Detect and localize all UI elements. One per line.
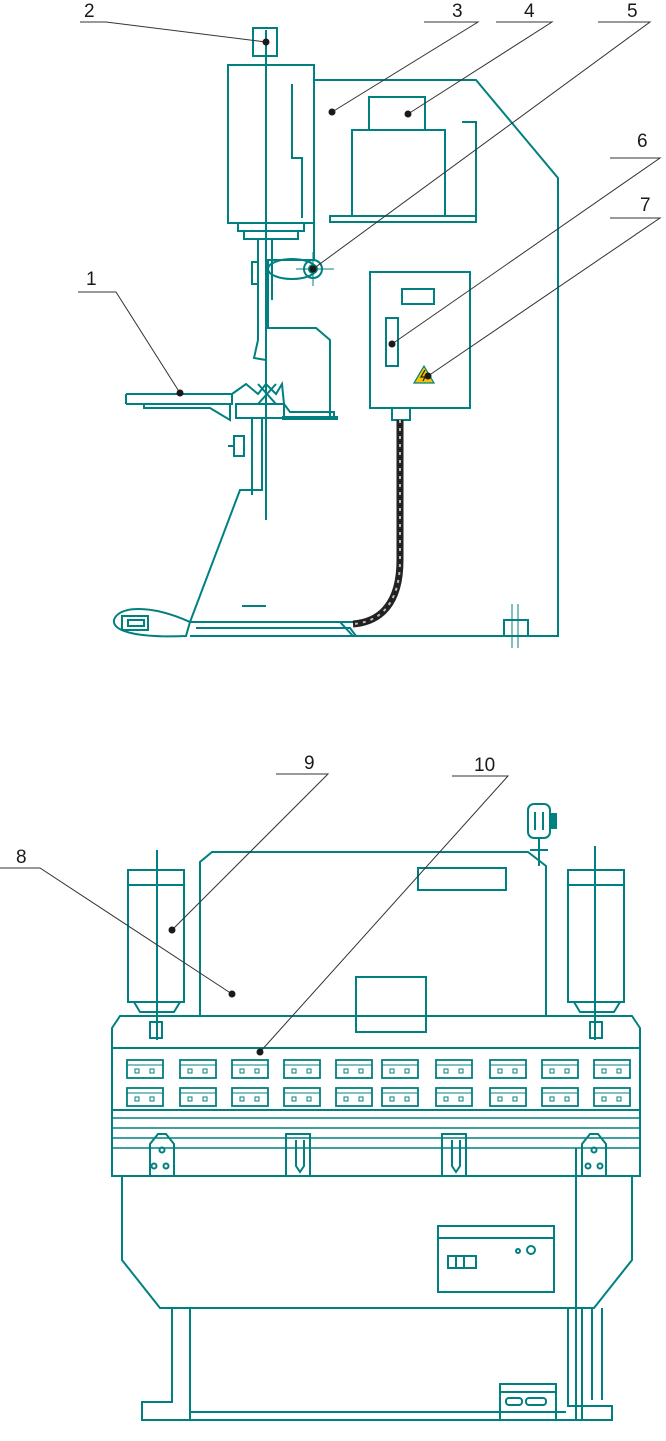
callout-label-7: 7 bbox=[640, 195, 651, 216]
leader-dot-3 bbox=[328, 108, 336, 116]
callout-dots bbox=[168, 38, 432, 1056]
clamp-block bbox=[335, 1059, 373, 1079]
leader-dot-5 bbox=[309, 265, 317, 273]
clamp-block bbox=[435, 1087, 473, 1107]
worktable bbox=[121, 1176, 633, 1309]
callout-leaders bbox=[0, 21, 662, 1053]
clamp-block bbox=[179, 1087, 217, 1107]
side-frame bbox=[188, 79, 559, 637]
leader-dot-7 bbox=[424, 372, 432, 380]
callout-label-9: 9 bbox=[304, 753, 315, 774]
nameplate bbox=[417, 867, 507, 891]
clamp-block bbox=[283, 1059, 321, 1079]
foot-pedal bbox=[112, 608, 192, 638]
clamp-block bbox=[126, 1059, 164, 1079]
motor bbox=[368, 96, 426, 131]
leader-dot-9 bbox=[168, 926, 176, 934]
right-leg bbox=[566, 1308, 613, 1421]
upper-die-clamps bbox=[126, 1059, 631, 1107]
clamp-block bbox=[179, 1059, 217, 1079]
leader-dot-10 bbox=[256, 1048, 264, 1056]
ram bbox=[111, 1015, 641, 1111]
callout-label-3: 3 bbox=[452, 1, 463, 22]
clamp-block bbox=[489, 1059, 527, 1079]
front-upper-plate bbox=[199, 851, 547, 1016]
front-window bbox=[355, 976, 427, 1033]
pressure-gauge bbox=[527, 803, 551, 839]
leader-dot-8 bbox=[228, 990, 236, 998]
leader-line-3 bbox=[331, 21, 480, 113]
leader-dot-1 bbox=[176, 389, 184, 397]
leader-line-5 bbox=[312, 21, 652, 270]
leader-line-6 bbox=[391, 157, 662, 345]
leader-line-4 bbox=[407, 21, 554, 115]
leader-dot-6 bbox=[388, 340, 396, 348]
clamp-block bbox=[283, 1087, 321, 1107]
front-lower-body bbox=[121, 1133, 633, 1421]
clamp-block bbox=[593, 1059, 631, 1079]
callout-label-5: 5 bbox=[627, 1, 638, 22]
callout-label-1: 1 bbox=[86, 269, 97, 290]
clamp-block bbox=[381, 1059, 419, 1079]
foot-switch-box bbox=[499, 1383, 557, 1421]
front-support-table bbox=[126, 393, 233, 422]
leader-line-1 bbox=[78, 291, 181, 394]
leader-line-9 bbox=[171, 773, 330, 931]
callout-label-2: 2 bbox=[84, 1, 95, 22]
clamp-block bbox=[593, 1087, 631, 1107]
front-view bbox=[111, 803, 641, 1177]
clamp-block bbox=[541, 1087, 579, 1107]
leader-line-2 bbox=[80, 21, 267, 43]
clamp-block bbox=[126, 1087, 164, 1107]
clamp-block bbox=[435, 1059, 473, 1079]
leader-dot-2 bbox=[262, 38, 270, 46]
clamp-block bbox=[489, 1087, 527, 1107]
left-leg bbox=[141, 1308, 191, 1421]
callout-label-4: 4 bbox=[524, 1, 535, 22]
electrical-cabinet bbox=[369, 271, 471, 409]
clamp-block bbox=[231, 1087, 269, 1107]
callout-label-8: 8 bbox=[16, 847, 27, 868]
oil-tank bbox=[351, 129, 446, 217]
leader-dot-4 bbox=[404, 110, 412, 118]
stroke-limit-box bbox=[252, 27, 278, 57]
leader-line-10 bbox=[259, 775, 510, 1053]
callout-label-6: 6 bbox=[637, 131, 648, 152]
clamp-block bbox=[335, 1087, 373, 1107]
clamp-block bbox=[231, 1059, 269, 1079]
cable-conduit bbox=[352, 420, 404, 628]
leader-line-8 bbox=[0, 867, 233, 995]
control-panel bbox=[437, 1225, 555, 1293]
leader-line-7 bbox=[427, 217, 662, 377]
clamp-block bbox=[381, 1087, 419, 1107]
side-view bbox=[112, 27, 559, 648]
clamp-block bbox=[541, 1059, 579, 1079]
callout-label-10: 10 bbox=[474, 755, 495, 776]
